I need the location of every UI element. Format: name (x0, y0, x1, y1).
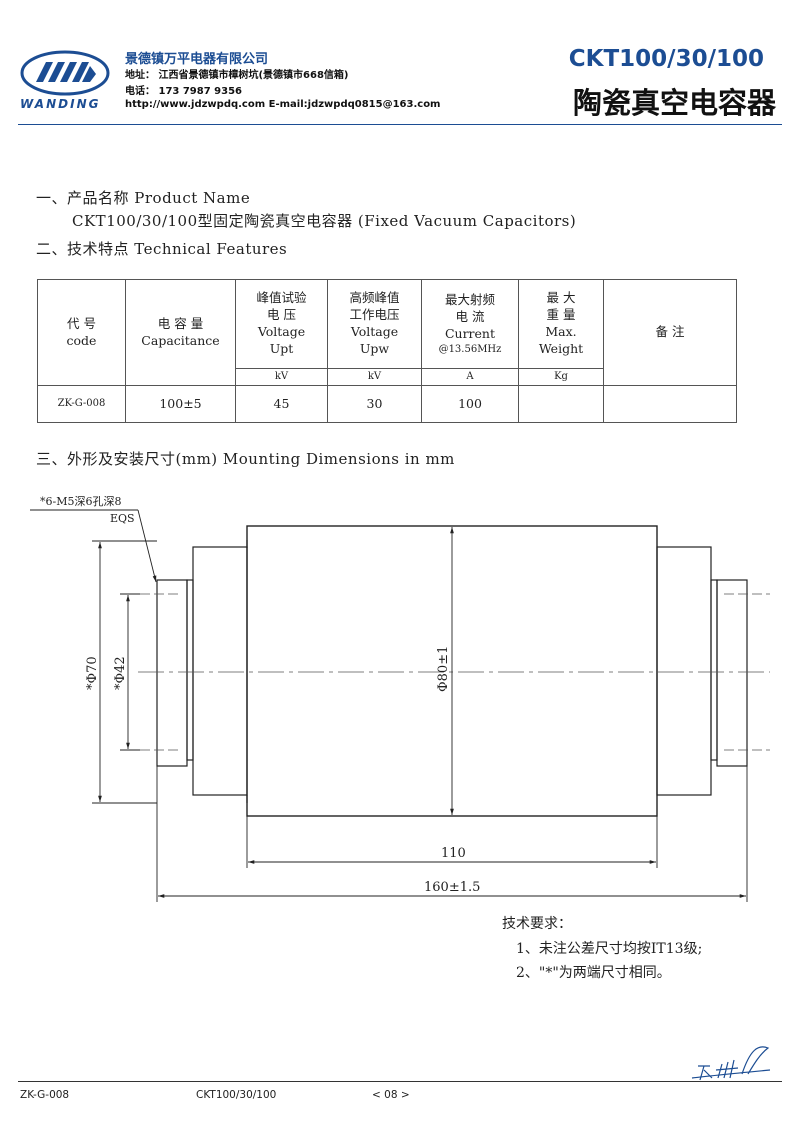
dim-160-label: 160±1.5 (424, 880, 480, 895)
unit-test-voltage: kV (235, 368, 328, 386)
dim-d80-label: Φ80±1 (436, 646, 451, 692)
unit-working-voltage: kV (327, 368, 422, 386)
section-3-title: 三、外形及安装尺寸(mm) Mounting Dimensions in mm (36, 450, 455, 468)
thread-note: *6-M5深6孔深8 (40, 495, 121, 508)
right-terminal (716, 579, 748, 767)
company-address: 地址： 江西省景德镇市樟树坑(景德镇市668信箱) (125, 70, 349, 81)
section-1-title: 一、产品名称 Product Name (36, 189, 251, 207)
product-name-text: CKT100/30/100型固定陶瓷真空电容器 (Fixed Vacuum Ca… (72, 212, 577, 230)
header-divider (18, 124, 782, 125)
cell-current: 100 (421, 385, 519, 423)
company-logo (20, 50, 110, 100)
footer-model: CKT100/30/100 (196, 1089, 277, 1101)
company-web-email: http://www.jdzwpdq.com E-mail:jdzwpdq081… (125, 99, 441, 110)
cell-test-voltage: 45 (235, 385, 328, 423)
header-weight: 最 大重 量 Max.Weight (518, 279, 604, 369)
left-collar (186, 579, 194, 761)
cell-note (603, 385, 737, 423)
tech-req-1: 1、未注公差尺寸均按IT13级; (516, 941, 703, 957)
left-ring (192, 546, 248, 796)
company-phone: 电话： 173 7987 9356 (125, 86, 242, 97)
section-2-title: 二、技术特点 Technical Features (36, 240, 288, 258)
cell-code: ZK-G-008 (37, 385, 126, 423)
brand-name: WANDING (20, 97, 101, 111)
footer-code: ZK-G-008 (20, 1089, 70, 1101)
unit-current: A (421, 368, 519, 386)
cell-capacitance: 100±5 (125, 385, 236, 423)
thread-leader (137, 509, 157, 583)
unit-weight: Kg (518, 368, 604, 386)
footer-divider (18, 1081, 782, 1082)
cell-weight (518, 385, 604, 423)
eqs-label: EQS (110, 512, 135, 525)
header-note: 备 注 (603, 279, 737, 386)
dim-d70-label: *Φ70 (85, 656, 100, 690)
dim-110-label: 110 (441, 846, 466, 861)
tech-req-title: 技术要求： (502, 916, 572, 932)
company-name: 景德镇万平电器有限公司 (125, 52, 269, 67)
left-terminal (156, 579, 188, 767)
header-current: 最大射频电 流 Current@13.56MHz (421, 279, 519, 369)
product-title: 陶瓷真空电容器 (572, 86, 776, 120)
tech-req-2: 2、"*"为两端尺寸相同。 (516, 965, 671, 981)
right-ring (656, 546, 712, 796)
dim-d42-label: *Φ42 (113, 656, 128, 690)
right-collar (710, 579, 718, 761)
page-number: < 08 > (372, 1089, 410, 1101)
signature-mark (691, 1046, 771, 1081)
cell-working-voltage: 30 (327, 385, 422, 423)
model-title: CKT100/30/100 (568, 46, 764, 72)
mounting-drawing: *Φ70 *Φ42 Φ80±1 110 160±1.5 *6-M5深6孔深8 E… (30, 495, 770, 902)
